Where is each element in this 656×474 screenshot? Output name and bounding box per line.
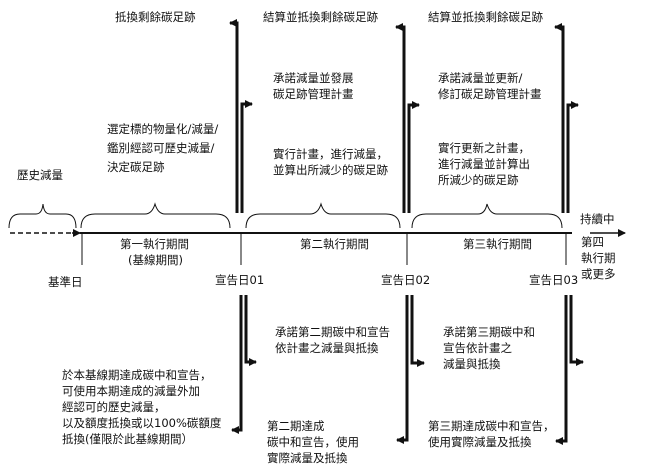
text-line: 或更多 (581, 267, 616, 281)
text-line: 實行計畫，進行減量， (273, 147, 388, 161)
achieve-period-3: 第三期達成碳中和宣告， 使用實際減量及抵換 (428, 418, 555, 450)
text-line: 實行更新之計畫， (438, 141, 530, 155)
text-line: 碳中和宣告，使用 (267, 435, 359, 449)
text-line: 修訂碳足跡管理計畫 (438, 87, 542, 101)
commit-plan-3: 承諾減量並更新/ 修訂碳足跡管理計畫 (438, 70, 542, 102)
period-1-sublabel: (基線期間) (128, 253, 183, 267)
text-line: 決定碳足跡 (107, 160, 165, 174)
text-line: 進行減量並計算出 (438, 157, 530, 171)
historical-reduction-label: 歷史減量 (17, 168, 63, 182)
text-line: 選定標的物量化/減量/ (107, 122, 219, 136)
period-4-label: 第四 執行期 或更多 (581, 234, 616, 282)
baseline-declaration-text: 於本基線期達成碳中和宣告， 可使用本期達成的減量外加 經認可的歷史減量， 以及額… (62, 367, 221, 447)
commit-period-3: 承諾第三期碳中和 宣告依計畫之 減量與抵換 (443, 324, 535, 372)
period-3-label: 第三執行期間 (463, 237, 532, 251)
text-line: 依計畫之減量與抵換 (275, 341, 379, 355)
execute-plan-3: 實行更新之計畫， 進行減量並計算出 所減少的碳足跡 (438, 140, 530, 188)
select-target-text: 選定標的物量化/減量/ 鑑別經認可歷史減量/ 決定碳足跡 (107, 120, 218, 177)
period-2-label: 第二執行期間 (300, 237, 369, 251)
declare-date-03: 宣告日03 (529, 273, 579, 287)
offset-remaining-label: 抵換剩餘碳足跡 (115, 10, 196, 24)
text-line: 第二期達成 (267, 419, 325, 433)
commit-period-2: 承諾第二期碳中和宣告 依計畫之減量與抵換 (275, 324, 390, 356)
timeline-axis (10, 229, 626, 265)
ongoing-label: 持續中 (580, 212, 615, 226)
text-line: 承諾第二期碳中和宣告 (275, 325, 390, 339)
text-line: 並算出所減少的碳足跡 (273, 163, 388, 177)
up-arrows (229, 19, 579, 213)
text-line: 經認可的歷史減量， (62, 400, 166, 414)
declare-date-01: 宣告日01 (215, 273, 265, 287)
text-line: 執行期 (581, 251, 616, 265)
text-line: 抵換(僅限於此基線期間） (62, 432, 193, 446)
text-line: 碳足跡管理計畫 (273, 87, 354, 101)
execute-plan-2: 實行計畫，進行減量， 並算出所減少的碳足跡 (273, 146, 388, 178)
text-line: 可使用本期達成的減量外加 (62, 384, 200, 398)
text-line: 第三期達成碳中和宣告， (428, 419, 555, 433)
text-line: 實際減量及抵換 (267, 451, 348, 465)
text-line: 承諾減量並發展 (273, 71, 354, 85)
text-line: 宣告依計畫之 (443, 341, 512, 355)
declare-date-02: 宣告日02 (381, 273, 431, 287)
text-line: 以及額度抵換或以100%碳額度 (62, 416, 222, 430)
braces (8, 202, 563, 229)
text-line: 承諾減量並更新/ (438, 71, 523, 85)
text-line: 所減少的碳足跡 (438, 173, 519, 187)
text-line: 減量與抵換 (443, 357, 501, 371)
achieve-period-2: 第二期達成 碳中和宣告，使用 實際減量及抵換 (267, 418, 359, 466)
text-line: 承諾第三期碳中和 (443, 325, 535, 339)
settle-offset-label-3: 結算並抵換剩餘碳足跡 (428, 10, 543, 24)
base-date-label: 基準日 (48, 275, 83, 289)
text-line: 使用實際減量及抵換 (428, 435, 532, 449)
settle-offset-label-2: 結算並抵換剩餘碳足跡 (263, 10, 378, 24)
commit-plan-2: 承諾減量並發展 碳足跡管理計畫 (273, 70, 354, 102)
text-line: 第四 (581, 235, 604, 249)
down-arrows (231, 295, 584, 445)
text-line: 於本基線期達成碳中和宣告， (62, 368, 212, 382)
text-line: 鑑別經認可歷史減量/ (107, 141, 215, 155)
period-1-label: 第一執行期間 (120, 237, 189, 251)
